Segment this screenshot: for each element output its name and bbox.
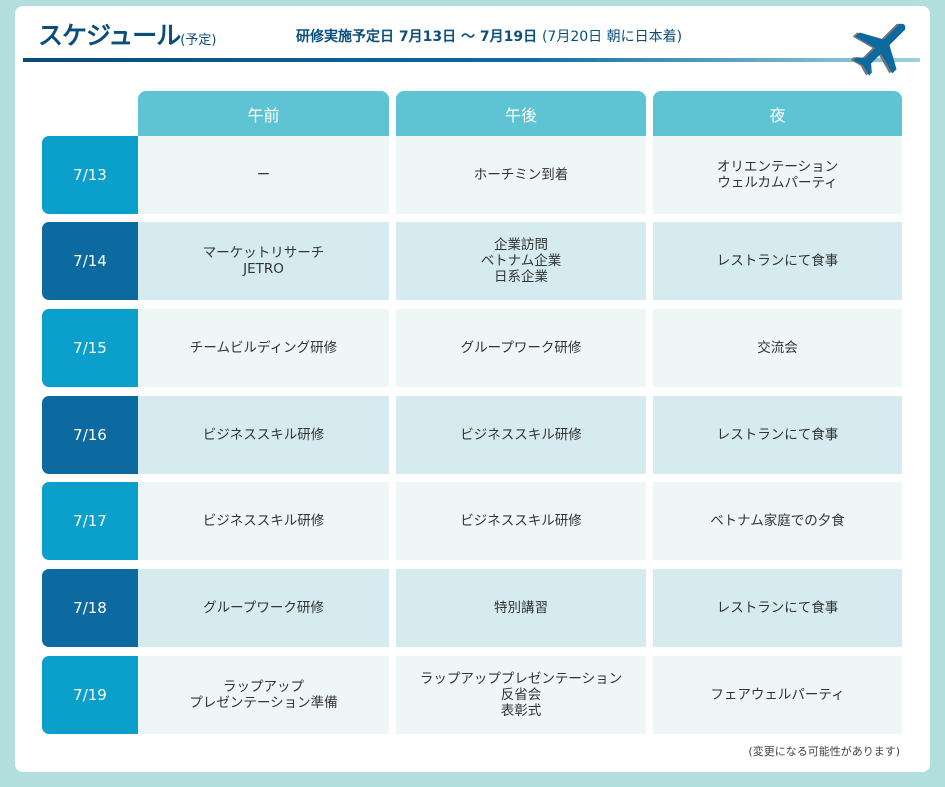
schedule-cell: ビジネススキル研修 (396, 396, 646, 474)
date-cell: 7/18 (42, 569, 138, 647)
schedule-cell: ビジネススキル研修 (396, 482, 646, 560)
schedule-cell: ベトナム家庭での夕食 (653, 482, 902, 560)
schedule-cell: レストランにて食事 (653, 396, 902, 474)
schedule-cell: マーケットリサーチ JETRO (138, 222, 389, 300)
header-divider (23, 58, 920, 62)
schedule-cell: フェアウェルパーティ (653, 656, 902, 734)
page-title: スケジュール(予定) (38, 21, 217, 50)
column-header-afternoon: 午後 (396, 91, 646, 136)
schedule-cell: ビジネススキル研修 (138, 396, 389, 474)
schedule-cell: 企業訪問 ベトナム企業 日系企業 (396, 222, 646, 300)
date-cell: 7/16 (42, 396, 138, 474)
date-cell: 7/19 (42, 656, 138, 734)
schedule-cell: レストランにて食事 (653, 569, 902, 647)
schedule-cell: チームビルディング研修 (138, 309, 389, 387)
column-header-night: 夜 (653, 91, 902, 136)
schedule-cell: オリエンテーション ウェルカムパーティ (653, 136, 902, 214)
schedule-cell: ホーチミン到着 (396, 136, 646, 214)
schedule-cell: 特別講習 (396, 569, 646, 647)
schedule-cell: グループワーク研修 (396, 309, 646, 387)
footnote: (変更になる可能性があります) (748, 745, 900, 758)
date-cell: 7/13 (42, 136, 138, 214)
training-period: 研修実施予定日 7月13日 ～ 7月19日 (7月20日 朝に日本着) (296, 29, 683, 45)
date-cell: 7/15 (42, 309, 138, 387)
schedule-cell: レストランにて食事 (653, 222, 902, 300)
airplane-icon (850, 23, 906, 76)
schedule-cell: ラップアッププレゼンテーション 反省会 表彰式 (396, 656, 646, 734)
schedule-cell: ー (138, 136, 389, 214)
date-cell: 7/17 (42, 482, 138, 560)
schedule-cell: 交流会 (653, 309, 902, 387)
column-header-morning: 午前 (138, 91, 389, 136)
schedule-cell: ビジネススキル研修 (138, 482, 389, 560)
schedule-cell: グループワーク研修 (138, 569, 389, 647)
date-cell: 7/14 (42, 222, 138, 300)
schedule-cell: ラップアップ プレゼンテーション準備 (138, 656, 389, 734)
